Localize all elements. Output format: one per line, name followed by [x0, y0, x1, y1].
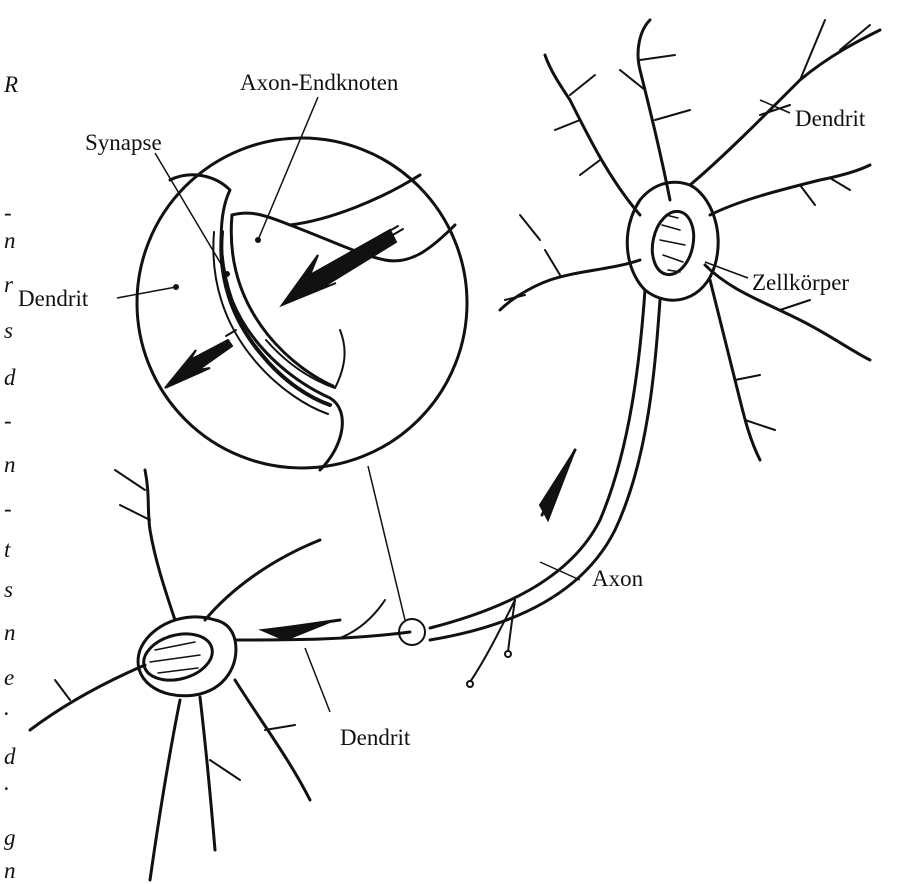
label-synapse: Synapse [85, 130, 162, 155]
label-dendrite-inset: Dendrit [18, 286, 89, 311]
label-axon: Axon [592, 566, 644, 591]
label-dendrite-top-right: Dendrit [795, 106, 866, 131]
margin-fragment: d [4, 365, 16, 390]
margin-fragment: . [4, 770, 10, 795]
margin-fragment: r [4, 272, 14, 297]
upper-neuron-cell-body [627, 182, 718, 300]
lower-neuron [30, 470, 410, 880]
inset-circle [137, 138, 467, 468]
margin-fragment: n [4, 452, 16, 477]
margin-fragment: R [3, 72, 18, 97]
margin-fragment: n [4, 620, 16, 645]
margin-fragment: . [4, 695, 10, 720]
label-axon-terminal: Axon-Endknoten [240, 70, 399, 95]
margin-fragment: - [4, 408, 12, 433]
label-dendrite-bottom: Dendrit [340, 725, 411, 750]
margin-fragment: - [4, 200, 12, 225]
margin-fragment: n [4, 228, 16, 253]
synapse-inset [137, 138, 467, 470]
margin-fragment: s [4, 318, 13, 343]
margin-fragment: - [4, 496, 12, 521]
axon-path [430, 290, 660, 687]
zoom-connector-line [368, 466, 405, 620]
margin-fragment: g [4, 825, 16, 850]
margin-fragment: e [4, 665, 14, 690]
margin-fragment: t [4, 537, 11, 562]
labels: Axon-Endknoten Synapse Dendrit Dendrit Z… [18, 70, 866, 750]
margin-text-fragments: R - n r s d - n - t s n e . d . g n [3, 72, 18, 883]
margin-fragment: n [4, 858, 16, 883]
margin-fragment: d [4, 744, 16, 769]
margin-fragment: s [4, 577, 13, 602]
label-cell-body: Zellkörper [752, 270, 849, 295]
